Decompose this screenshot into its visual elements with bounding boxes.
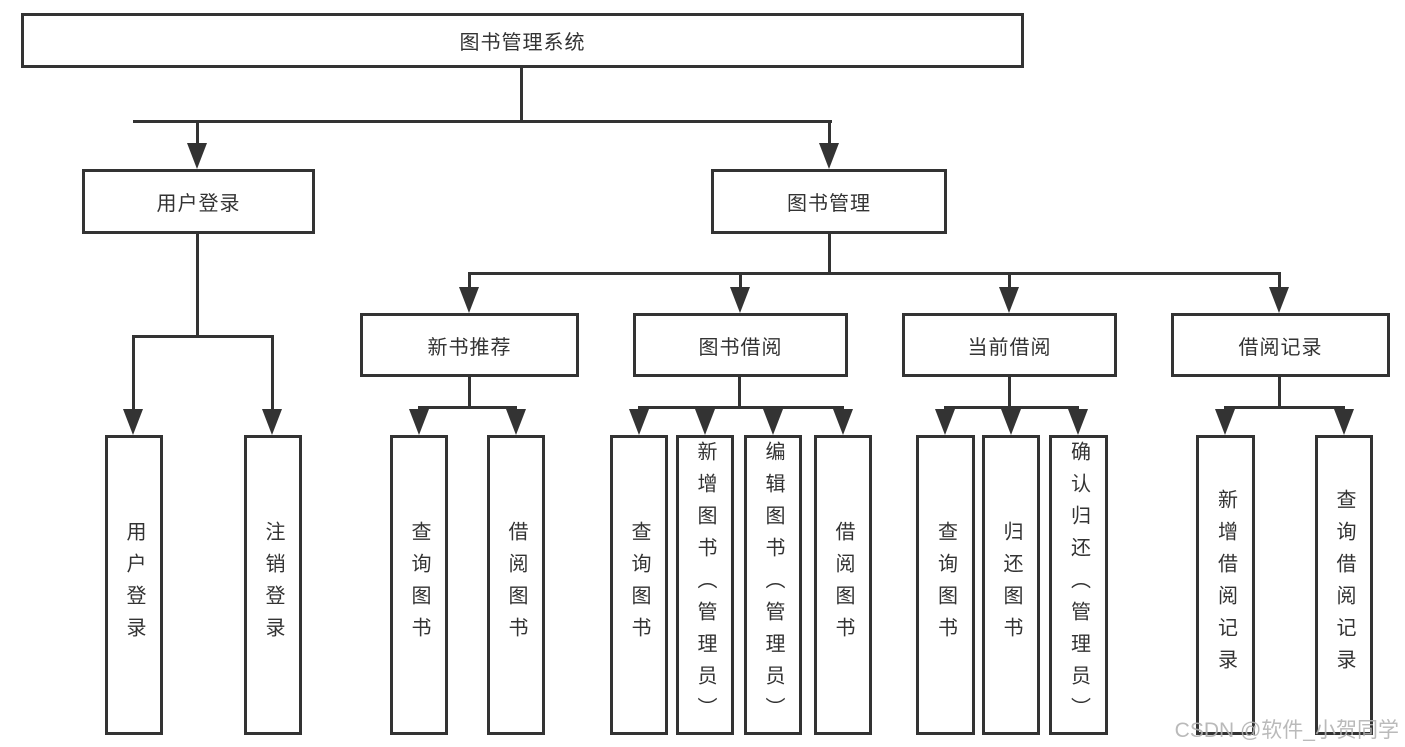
- node-new-book-recommendation: 新书推荐: [360, 313, 579, 377]
- leaf-label: 借阅图书: [832, 521, 854, 649]
- connector-hline: [468, 272, 1281, 275]
- connector-hline: [133, 120, 832, 123]
- leaf-borrow-books-borrowing: 借阅图书: [814, 435, 872, 735]
- connector-vline: [1278, 377, 1281, 409]
- leaf-logout-login: 注销登录: [244, 435, 302, 735]
- leaf-label: 确认归还（管理员）: [1067, 441, 1090, 729]
- arrow-down-icon: [819, 143, 839, 169]
- connector-hline: [638, 406, 844, 409]
- leaf-query-books-recommend: 查询图书: [390, 435, 448, 735]
- node-borrowing-records: 借阅记录: [1171, 313, 1390, 377]
- arrow-down-icon: [187, 143, 207, 169]
- node-user-login: 用户登录: [82, 169, 315, 234]
- arrow-down-icon: [730, 287, 750, 313]
- leaf-query-books-borrowing: 查询图书: [610, 435, 668, 735]
- arrow-down-icon: [409, 409, 429, 435]
- leaf-add-borrow-record: 新增借阅记录: [1196, 435, 1255, 735]
- node-library-system: 图书管理系统: [21, 13, 1024, 68]
- arrow-down-icon: [763, 409, 783, 435]
- arrow-down-icon: [1269, 287, 1289, 313]
- node-book-management: 图书管理: [711, 169, 947, 234]
- arrow-down-icon: [262, 409, 282, 435]
- node-label: 当前借阅: [967, 336, 1052, 359]
- leaf-add-books-admin: 新增图书（管理员）: [676, 435, 734, 735]
- leaf-return-books: 归还图书: [982, 435, 1040, 735]
- leaf-label: 归还图书: [1000, 521, 1022, 649]
- arrow-down-icon: [629, 409, 649, 435]
- leaf-label: 查询图书: [628, 521, 650, 649]
- node-label: 新书推荐: [427, 336, 512, 359]
- leaf-label: 编辑图书（管理员）: [762, 441, 784, 729]
- arrow-down-icon: [1068, 409, 1088, 435]
- leaf-label: 注销登录: [262, 521, 284, 649]
- connector-vline: [828, 120, 831, 146]
- connector-hline: [418, 406, 517, 409]
- connector-vline: [271, 335, 274, 411]
- arrow-down-icon: [123, 409, 143, 435]
- arrow-down-icon: [695, 409, 715, 435]
- node-label: 图书管理系统: [459, 32, 586, 54]
- connector-hline: [1224, 406, 1345, 409]
- arrow-down-icon: [999, 287, 1019, 313]
- arrow-down-icon: [1001, 409, 1021, 435]
- connector-vline: [196, 234, 199, 338]
- connector-hline: [133, 335, 274, 338]
- arrow-down-icon: [1215, 409, 1235, 435]
- connector-vline: [1008, 377, 1011, 409]
- node-label: 图书借阅: [698, 336, 783, 359]
- node-book-borrowing: 图书借阅: [633, 313, 848, 377]
- leaf-confirm-return-admin: 确认归还（管理员）: [1049, 435, 1108, 735]
- node-label: 用户登录: [156, 193, 241, 215]
- arrow-down-icon: [506, 409, 526, 435]
- connector-vline: [828, 234, 831, 275]
- node-label: 借阅记录: [1238, 336, 1323, 359]
- arrow-down-icon: [935, 409, 955, 435]
- connector-vline: [132, 335, 135, 411]
- leaf-user-login: 用户登录: [105, 435, 163, 735]
- arrow-down-icon: [1334, 409, 1354, 435]
- leaf-label: 借阅图书: [505, 521, 527, 649]
- arrow-down-icon: [459, 287, 479, 313]
- leaf-borrow-books-recommend: 借阅图书: [487, 435, 545, 735]
- leaf-query-books-current: 查询图书: [916, 435, 975, 735]
- leaf-label: 新增借阅记录: [1214, 489, 1237, 681]
- connector-vline: [1278, 272, 1281, 290]
- csdn-watermark: CSDN @软件_小贺同学: [1174, 719, 1399, 742]
- leaf-label: 用户登录: [123, 521, 145, 649]
- leaf-edit-books-admin: 编辑图书（管理员）: [744, 435, 802, 735]
- node-current-borrowing: 当前借阅: [902, 313, 1117, 377]
- node-label: 图书管理: [787, 193, 871, 215]
- connector-hline: [944, 406, 1079, 409]
- connector-vline: [468, 377, 471, 409]
- connector-vline: [1008, 272, 1011, 290]
- connector-vline: [738, 377, 741, 409]
- connector-vline: [739, 272, 742, 290]
- leaf-label: 查询图书: [408, 521, 430, 649]
- connector-vline: [196, 120, 199, 146]
- leaf-label: 查询借阅记录: [1333, 489, 1355, 681]
- connector-vline: [520, 68, 523, 123]
- leaf-label: 新增图书（管理员）: [694, 441, 716, 729]
- leaf-query-borrow-record: 查询借阅记录: [1315, 435, 1373, 735]
- connector-vline: [468, 272, 471, 290]
- arrow-down-icon: [833, 409, 853, 435]
- leaf-label: 查询图书: [934, 521, 957, 649]
